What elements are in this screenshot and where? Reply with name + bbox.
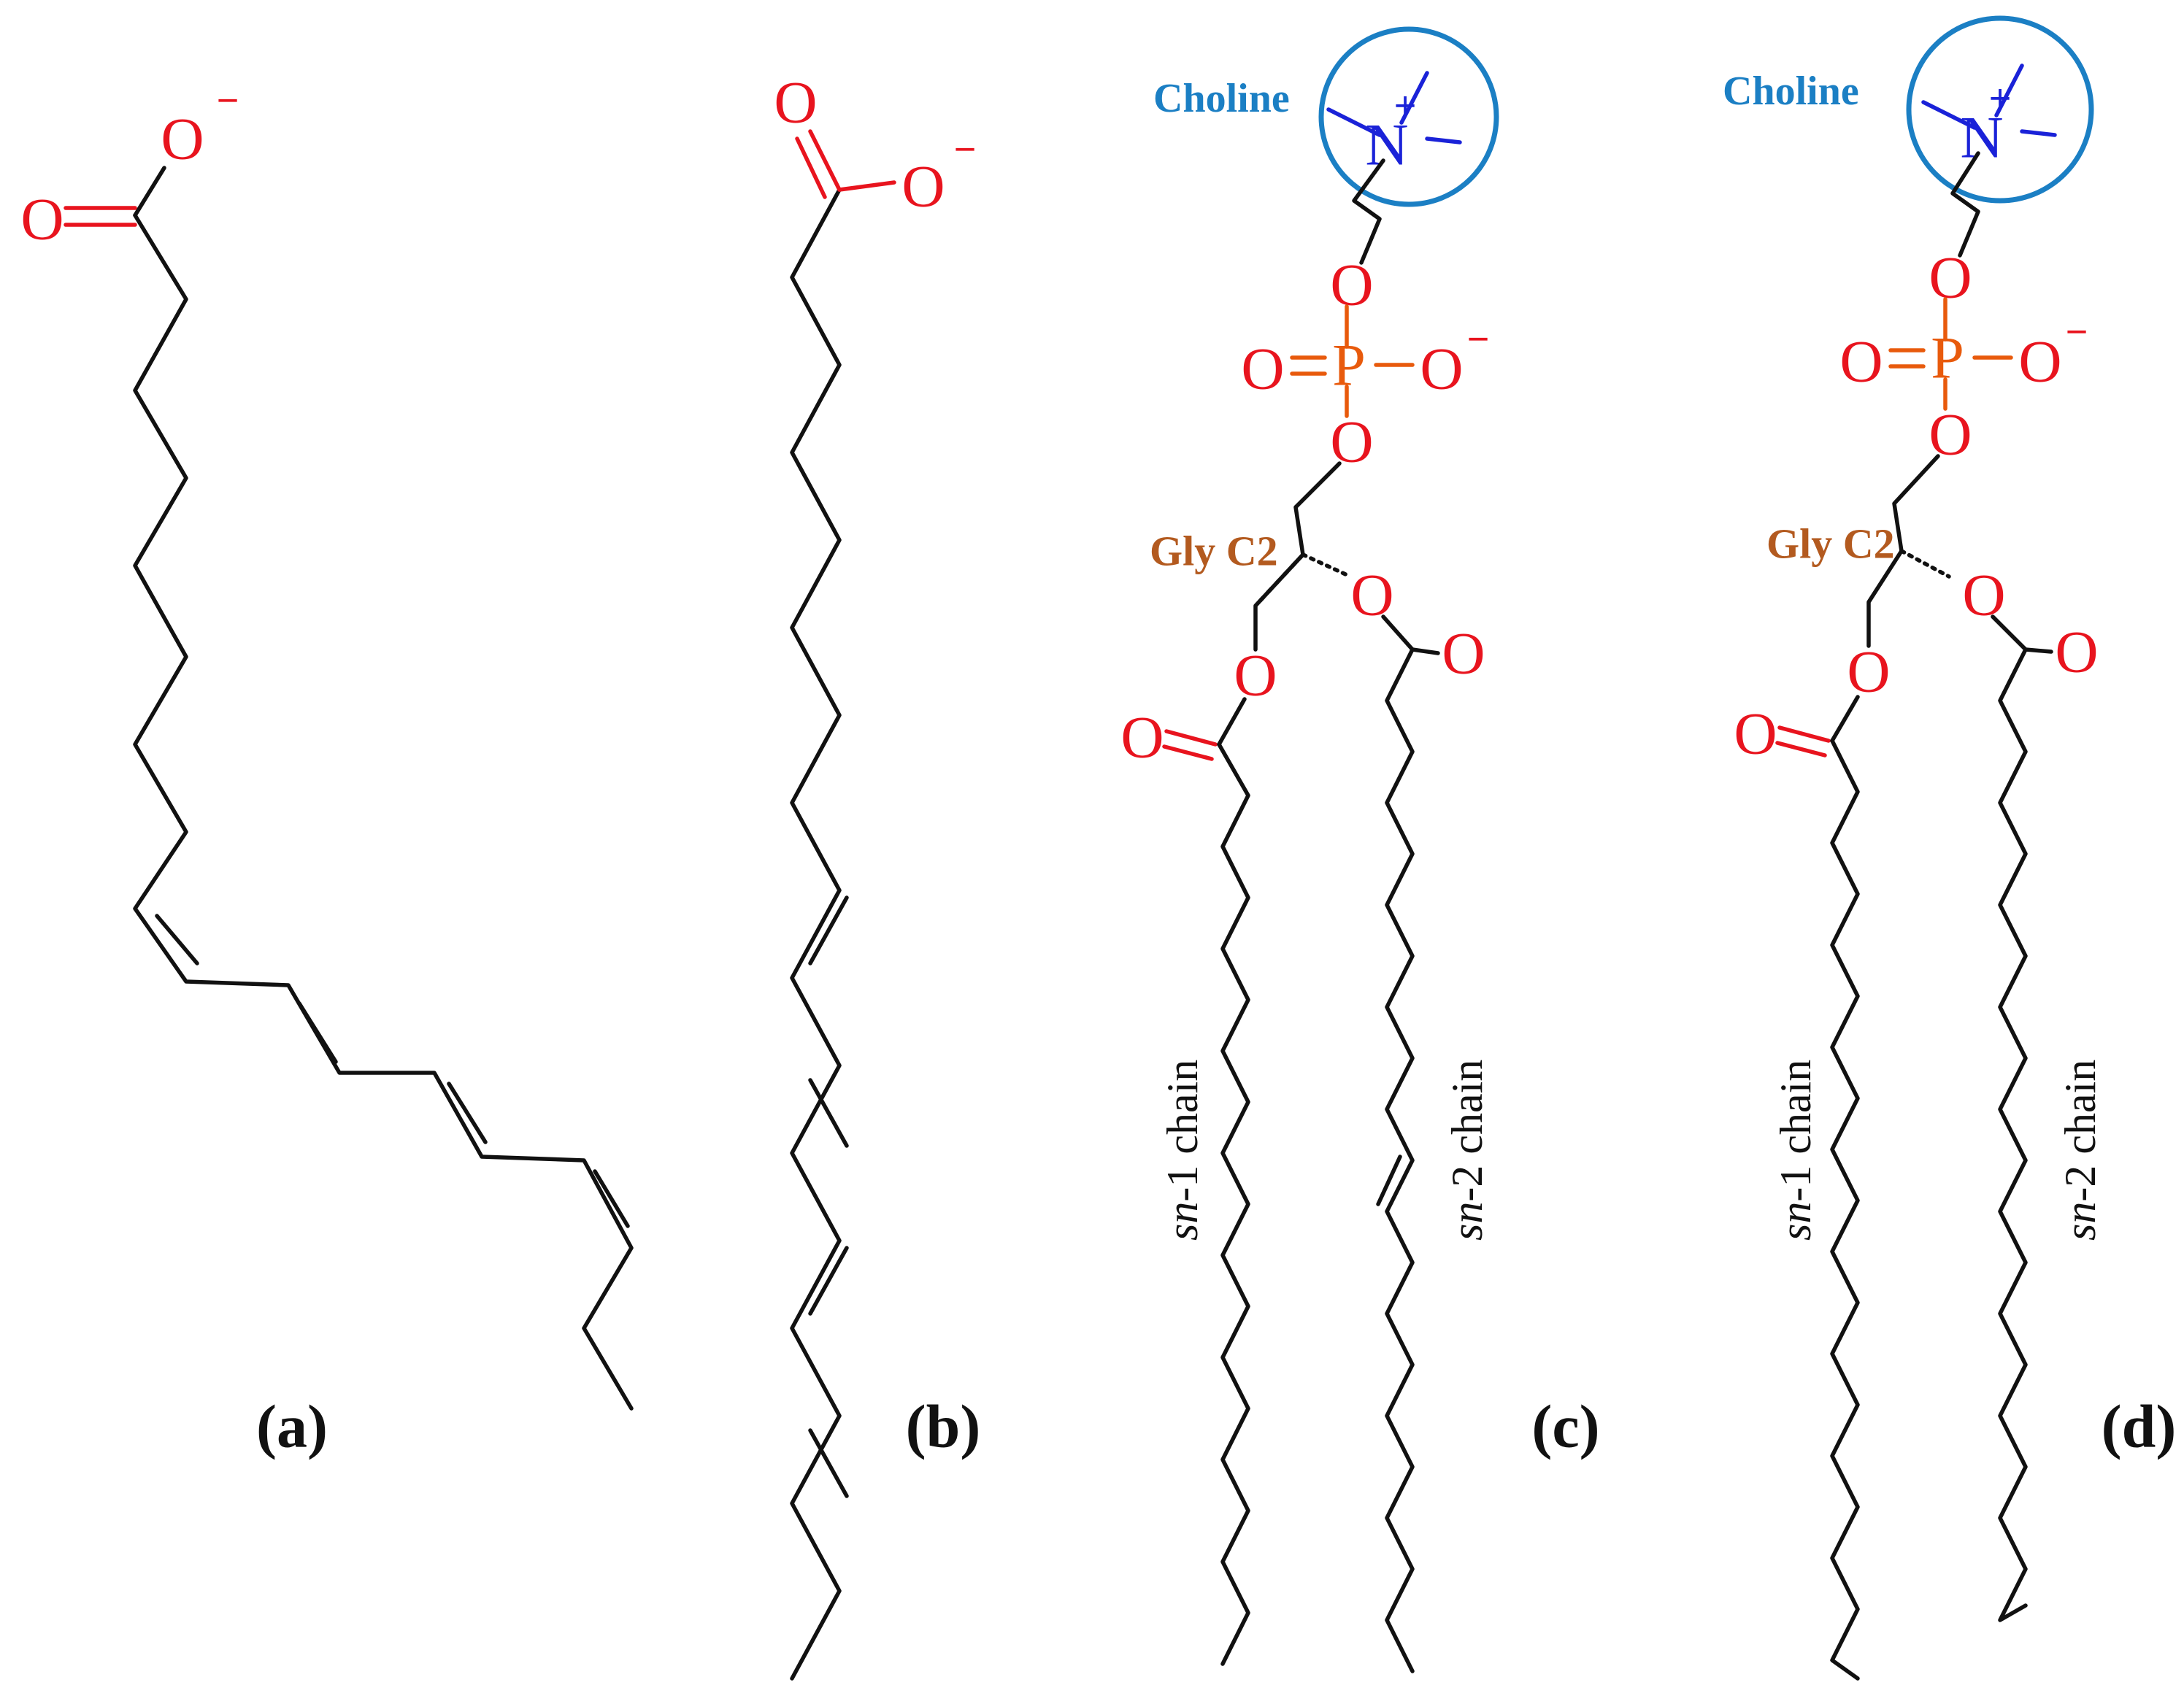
panel-label-b: (b) [906, 1393, 981, 1461]
oxygen-atom: O [1839, 328, 1883, 395]
negative-charge: − [954, 128, 976, 171]
positive-charge: + [1989, 77, 2011, 120]
negative-charge: − [2066, 311, 2088, 353]
negative-charge: − [1467, 318, 1489, 361]
panel-label-c: (c) [1531, 1393, 1599, 1461]
oxygen-atom: O [2055, 619, 2098, 685]
choline-highlight [1906, 15, 2094, 204]
sn1-chain-label: sn-1 chain [1772, 1060, 1820, 1241]
panel-label-a: (a) [256, 1393, 328, 1461]
gly-c2-label: Gly C2 [1766, 520, 1895, 568]
molecule-a: O O − (a) [20, 80, 634, 1461]
sn1-chain-label: sn-1 chain [1158, 1060, 1207, 1241]
gly-c2-label: Gly C2 [1150, 528, 1278, 575]
oxygen-atom: O [20, 186, 64, 253]
oxygen-atom: O [1420, 336, 1463, 402]
oxygen-atom: O [161, 106, 204, 172]
oxygen-atom: O [1962, 562, 2005, 628]
oxygen-atom: O [1847, 639, 1890, 705]
nitrogen-atom: N [1365, 112, 1408, 178]
molecule-d: Choline N + O P O O − O Gly C2 O O O O [1723, 15, 2177, 1681]
oxygen-atom: O [1330, 252, 1373, 318]
nitrogen-atom: N [1960, 104, 2003, 171]
oxygen-atom: O [1442, 620, 1485, 687]
phosphorus-atom: P [1931, 325, 1964, 391]
molecule-c: Choline N + O P O O − O Gly C2 O O O O [1120, 26, 1600, 1673]
oxygen-atom: O [1734, 701, 1777, 767]
negative-charge: − [217, 80, 239, 122]
choline-label: Choline [1723, 69, 1859, 114]
phosphorus-atom: P [1332, 332, 1366, 398]
oxygen-atom: O [1120, 704, 1164, 771]
oxygen-atom: O [1234, 642, 1277, 709]
molecule-b: O O − (b) [774, 69, 981, 1681]
choline-label: Choline [1153, 76, 1290, 121]
choline-highlight [1318, 26, 1499, 207]
oxygen-atom: O [2018, 328, 2061, 395]
oxygen-atom: O [774, 69, 817, 136]
oxygen-atom: O [1241, 336, 1284, 402]
sn2-chain-label: sn-2 chain [2056, 1060, 2104, 1241]
panel-label-d: (d) [2102, 1393, 2177, 1461]
positive-charge: + [1394, 85, 1416, 127]
oxygen-atom: O [1350, 562, 1393, 628]
oxygen-atom: O [1929, 244, 1972, 311]
sn2-chain-label: sn-2 chain [1443, 1060, 1491, 1241]
oxygen-atom: O [901, 153, 945, 220]
